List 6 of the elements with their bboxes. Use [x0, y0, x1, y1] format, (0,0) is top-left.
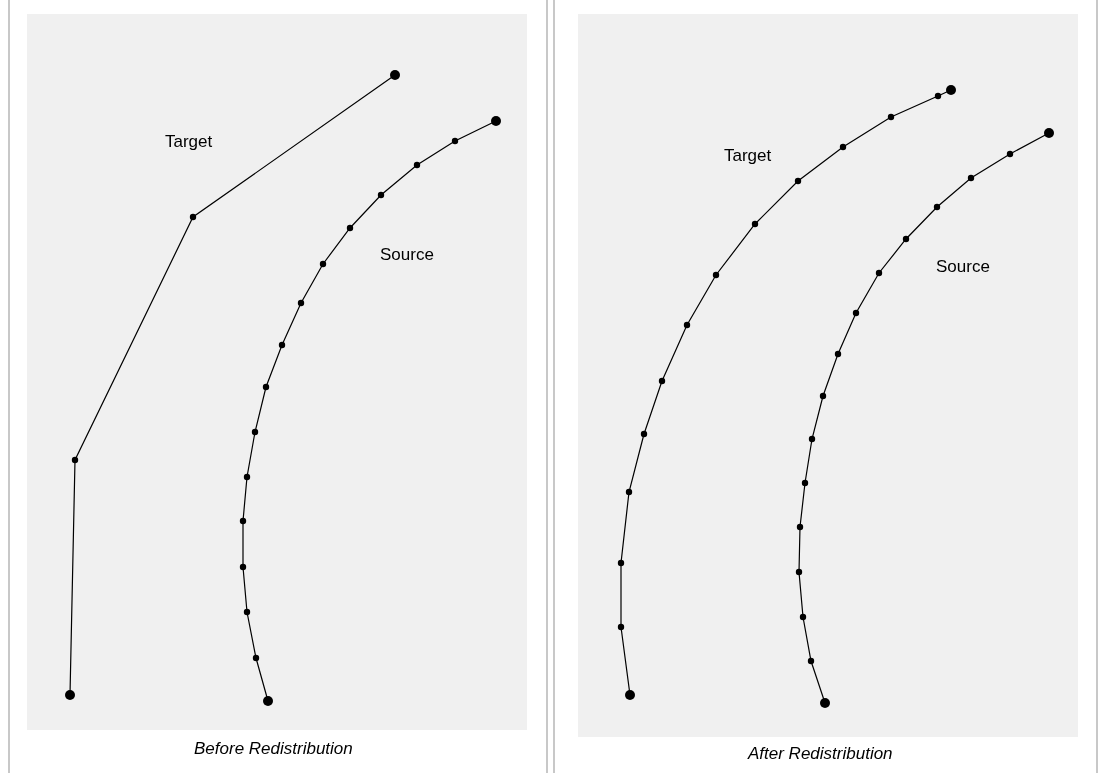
panel-caption: After Redistribution — [748, 744, 893, 764]
curve-label: Source — [380, 245, 434, 265]
panel-caption: Before Redistribution — [194, 739, 353, 759]
curve-label: Source — [936, 257, 990, 277]
curve-label: Target — [165, 132, 213, 152]
curve-label: Target — [724, 146, 772, 166]
